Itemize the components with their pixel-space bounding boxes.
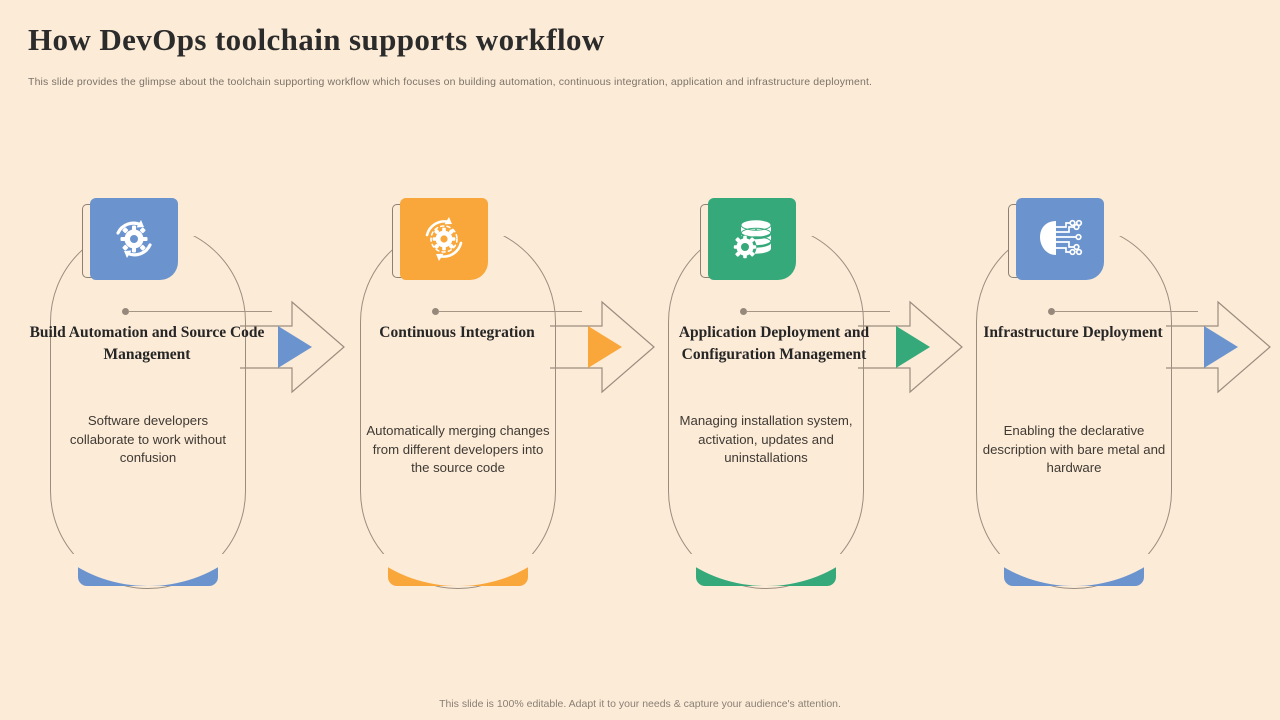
step-card[interactable]: Application Deployment and Configuration… bbox=[630, 186, 963, 606]
step-description: Software developers collaborate to work … bbox=[69, 413, 227, 466]
connector bbox=[122, 308, 272, 316]
brain-circuit-icon bbox=[1034, 213, 1086, 265]
page-title: How DevOps toolchain supports workflow bbox=[28, 22, 605, 57]
step-card[interactable]: Continuous Integration Automatically mer… bbox=[322, 186, 655, 606]
brain-half bbox=[1040, 221, 1056, 255]
gear-refresh-icon bbox=[108, 213, 160, 265]
capsule-foot bbox=[50, 554, 246, 594]
gear-sync-icon bbox=[418, 213, 470, 265]
connector bbox=[1048, 308, 1198, 316]
gear-badge bbox=[733, 235, 757, 259]
step-description: Automatically merging changes from diffe… bbox=[366, 423, 550, 476]
capsule-foot bbox=[360, 554, 556, 594]
connector-line bbox=[746, 311, 890, 313]
capsule-foot bbox=[976, 554, 1172, 594]
circuit-traces bbox=[1055, 222, 1077, 253]
step-icon-tile[interactable] bbox=[1016, 198, 1104, 280]
step-title: Application Deployment and Configuration… bbox=[678, 324, 870, 363]
step-card[interactable]: Build Automation and Source Code Managem… bbox=[12, 186, 345, 606]
connector-dot bbox=[740, 308, 747, 315]
step-title: Continuous Integration bbox=[379, 324, 535, 341]
connector-line bbox=[128, 311, 272, 313]
database-stack bbox=[741, 219, 771, 254]
arrow-fill bbox=[588, 326, 622, 368]
connector-dot bbox=[122, 308, 129, 315]
step-icon-tile[interactable] bbox=[400, 198, 488, 280]
connector-dot bbox=[1048, 308, 1055, 315]
page-subtitle: This slide provides the glimpse about th… bbox=[28, 76, 873, 88]
arrow-fill bbox=[278, 326, 312, 368]
connector-line bbox=[1054, 311, 1198, 313]
gear-center-hole bbox=[130, 235, 138, 243]
gear-center-hole bbox=[440, 235, 448, 243]
connector-line bbox=[438, 311, 582, 313]
step-title: Infrastructure Deployment bbox=[983, 324, 1163, 341]
step-description: Managing installation system, activation… bbox=[679, 413, 853, 466]
step-arrow bbox=[858, 298, 968, 396]
step-arrow bbox=[550, 298, 660, 396]
footer-note: This slide is 100% editable. Adapt it to… bbox=[439, 698, 841, 710]
gear-center-hole bbox=[741, 243, 749, 251]
step-arrow bbox=[1166, 298, 1276, 396]
arrow-fill bbox=[896, 326, 930, 368]
step-description: Enabling the declarative description wit… bbox=[982, 423, 1166, 476]
arrow-fill bbox=[1204, 326, 1238, 368]
connector-dot bbox=[432, 308, 439, 315]
step-icon-tile[interactable] bbox=[708, 198, 796, 280]
database-gear-icon bbox=[726, 213, 778, 265]
step-title: Build Automation and Source Code Managem… bbox=[29, 324, 265, 363]
step-arrow bbox=[240, 298, 350, 396]
step-card[interactable]: Infrastructure Deployment Enabling the d… bbox=[938, 186, 1271, 606]
capsule-foot bbox=[668, 554, 864, 594]
connector bbox=[432, 308, 582, 316]
circuit-nodes bbox=[1069, 219, 1083, 256]
connector bbox=[740, 308, 890, 316]
step-icon-tile[interactable] bbox=[90, 198, 178, 280]
